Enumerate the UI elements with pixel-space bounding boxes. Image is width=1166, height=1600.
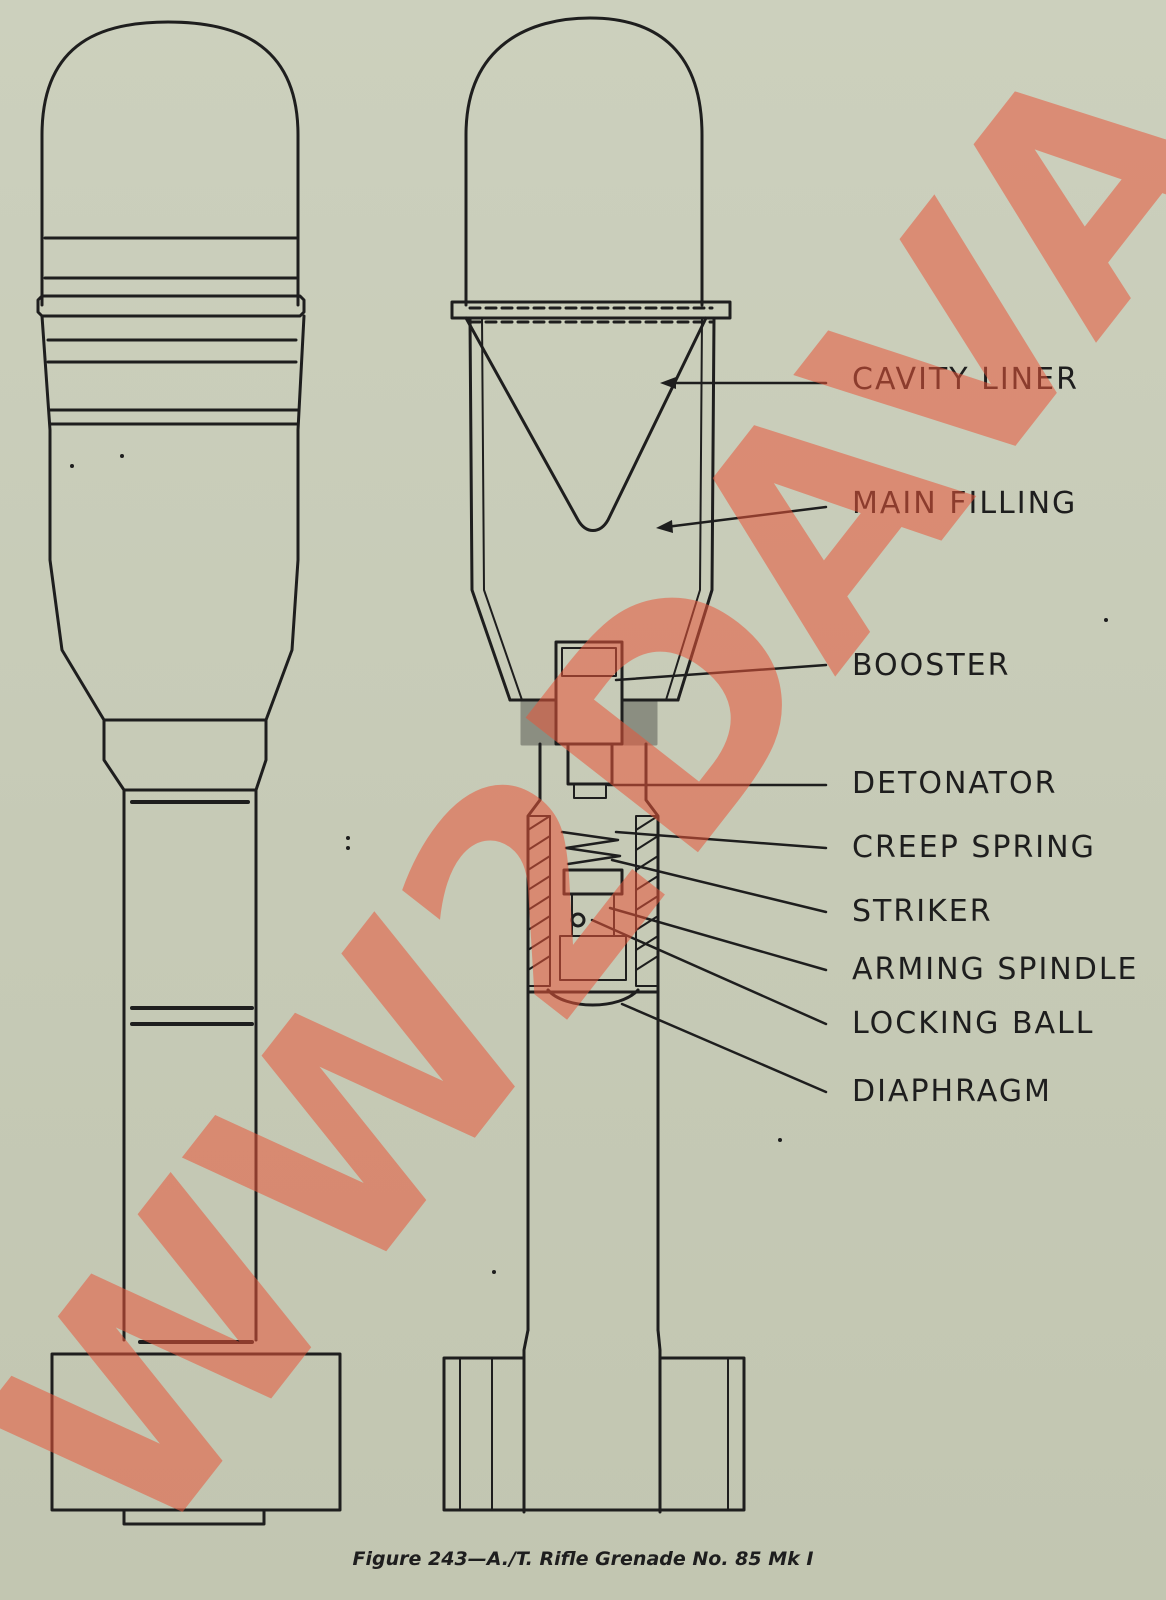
locking-ball bbox=[570, 912, 586, 928]
label-booster: BOOSTER bbox=[852, 648, 1011, 683]
booster-block bbox=[554, 640, 624, 746]
label-locking-ball: LOCKING BALL bbox=[852, 1006, 1095, 1041]
label-diaphragm: DIAPHRAGM bbox=[852, 1074, 1052, 1109]
diaphragm bbox=[546, 988, 640, 1007]
grenade-external-view bbox=[36, 20, 342, 1526]
label-detonator: DETONATOR bbox=[852, 766, 1058, 801]
print-specks bbox=[70, 454, 1108, 1274]
grenade-body-outline bbox=[40, 314, 126, 1342]
grenade-head-outline bbox=[40, 20, 300, 307]
label-creep-spring: CREEP SPRING bbox=[852, 830, 1096, 865]
label-arming-spindle: ARMING SPINDLE bbox=[852, 952, 1139, 987]
tail-fin-box-section bbox=[442, 1356, 526, 1512]
tail-fin-box bbox=[50, 1352, 342, 1512]
creep-spring bbox=[560, 830, 622, 866]
label-main-filling: MAIN FILLING bbox=[852, 486, 1078, 521]
label-striker: STRIKER bbox=[852, 894, 993, 929]
grenade-section-view bbox=[442, 16, 746, 1514]
cavity-liner-cone bbox=[464, 316, 708, 532]
figure-caption: Figure 243—A./T. Rifle Grenade No. 85 Mk… bbox=[352, 1548, 814, 1570]
leader-lines bbox=[590, 377, 828, 1094]
striker bbox=[562, 868, 624, 896]
fuze-body bbox=[527, 815, 659, 987]
label-cavity-liner: CAVITY LINER bbox=[852, 362, 1079, 397]
